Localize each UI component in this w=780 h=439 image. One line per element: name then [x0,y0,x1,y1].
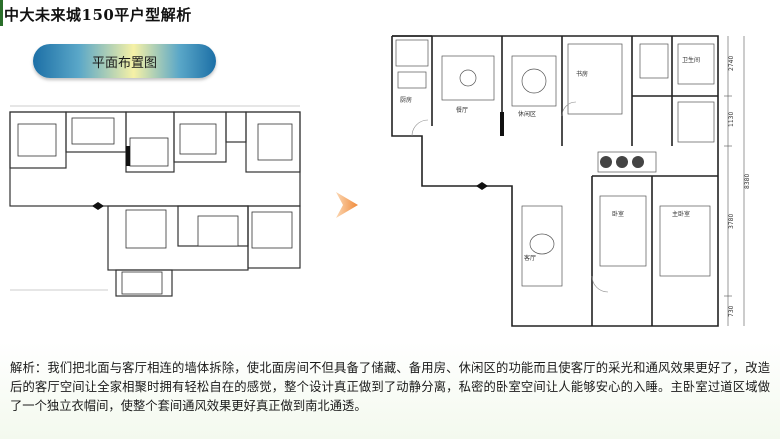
room-label: 休闲区 [518,110,536,118]
dimension-730: 730 [728,305,735,317]
room-label: 厨房 [400,96,412,104]
section-label: 平面布置图 [91,56,157,71]
redesigned-floor-plan: 2740 1130 3780 730 8380 餐厅 厨房 客厅 卧室 主卧室 … [391,35,751,327]
room-label: 书房 [576,70,588,78]
transition-arrow-icon [336,192,358,218]
room-label: 餐厅 [456,106,468,114]
original-floor-plan [9,105,301,297]
design-description: 解析：我们把北面与客厅相连的墙体拆除，使北面房间不但具备了储藏、备用房、休闲区的… [10,361,770,413]
dimension-8380: 8380 [744,174,751,189]
room-label: 卫生间 [682,56,700,64]
title-accent-bar [0,0,3,26]
room-label: 卧室 [612,210,624,218]
section-label-pill: 平面布置图 [33,44,216,78]
room-label: 主卧室 [672,210,690,218]
dimension-2740: 2740 [728,56,735,71]
slide-title: 中大未来城150平户型解析 [4,6,192,24]
room-label: 客厅 [524,254,536,262]
dimension-1130: 1130 [728,112,735,127]
dimension-3780: 3780 [728,214,735,229]
